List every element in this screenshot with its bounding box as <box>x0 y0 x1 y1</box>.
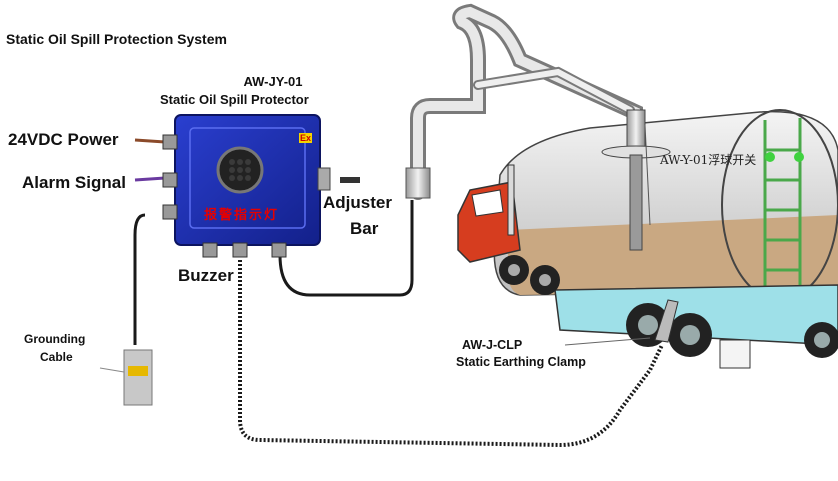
mud-flap <box>719 339 751 369</box>
earthing-clamp <box>654 299 679 343</box>
green-indicator-light <box>765 152 775 162</box>
grounding-stake <box>123 349 153 406</box>
wheels <box>499 255 838 358</box>
clamp-pointer <box>564 337 651 346</box>
power-label: 24VDC Power <box>8 130 119 149</box>
tanker-truck <box>457 109 838 369</box>
adjuster-bar-label: Bar <box>350 219 379 238</box>
protector-box <box>162 114 331 258</box>
ex-mark: Ex <box>299 133 313 143</box>
alarm-indicator-text: 报警指示灯 <box>204 208 280 223</box>
float-switch-probe <box>601 109 671 251</box>
protector-name: Static Oil Spill Protector <box>160 92 309 107</box>
grounding-cable-label: Cable <box>40 350 73 364</box>
loading-arm <box>410 3 643 253</box>
arm-counterweight <box>405 167 431 199</box>
buzzer-label: Buzzer <box>178 266 234 285</box>
clamp-model: AW-J-CLP <box>462 338 523 352</box>
protector-model: AW-JY-01 <box>243 74 303 89</box>
green-indicator-light <box>794 152 804 162</box>
grounding-label: Grounding <box>24 332 86 346</box>
clamp-name: Static Earthing Clamp <box>456 355 586 369</box>
oil-level <box>507 215 838 295</box>
alarm-signal-label: Alarm Signal <box>22 173 126 192</box>
diagram-title: Static Oil Spill Protection System <box>6 31 227 47</box>
adjuster-knob <box>317 167 331 191</box>
grounding-pointer <box>99 367 125 373</box>
wiring <box>133 138 664 448</box>
exhaust-stack <box>507 164 515 236</box>
float-switch-label: AW-Y-01浮球开关 <box>660 153 757 167</box>
adjuster-label: Adjuster <box>323 193 392 212</box>
